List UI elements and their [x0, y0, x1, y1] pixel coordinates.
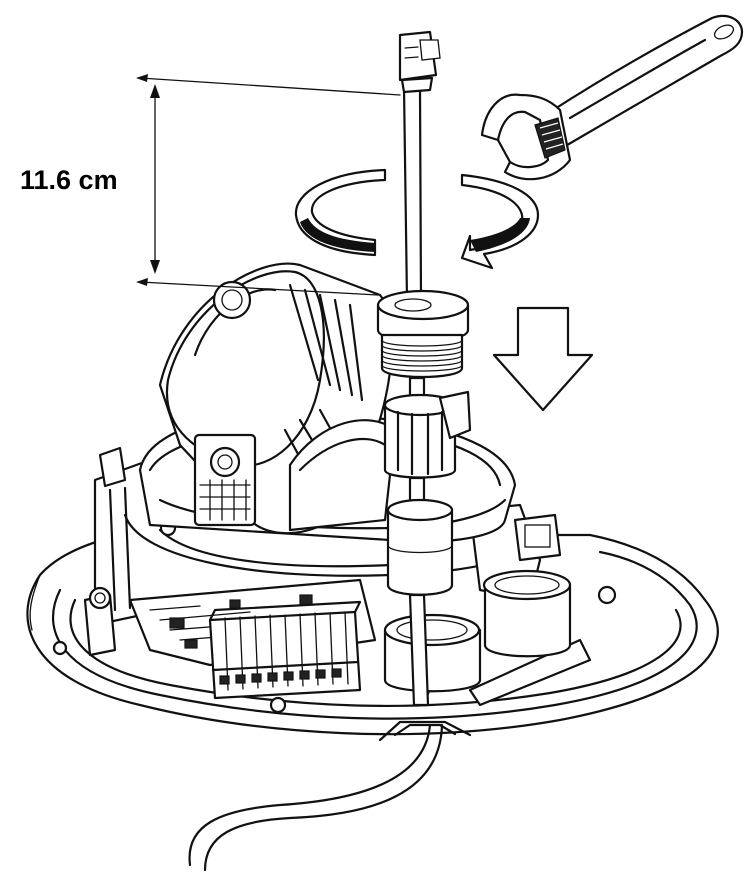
cable-inlet: [383, 613, 482, 693]
arrow-down-icon: [492, 306, 594, 412]
conduit-port: [482, 569, 572, 658]
terminal-block: [208, 600, 362, 700]
rotate-clockwise-icon: [294, 168, 540, 270]
dimension-indicator: [136, 74, 401, 296]
camera-module: [158, 262, 397, 535]
dimension-label: 11.6 cm: [20, 165, 118, 195]
adjustable-wrench-icon: [480, 14, 744, 181]
cable-gland-assembly: [376, 30, 472, 707]
rj45-connector-icon: [398, 30, 441, 94]
exit-cable: [188, 723, 444, 872]
